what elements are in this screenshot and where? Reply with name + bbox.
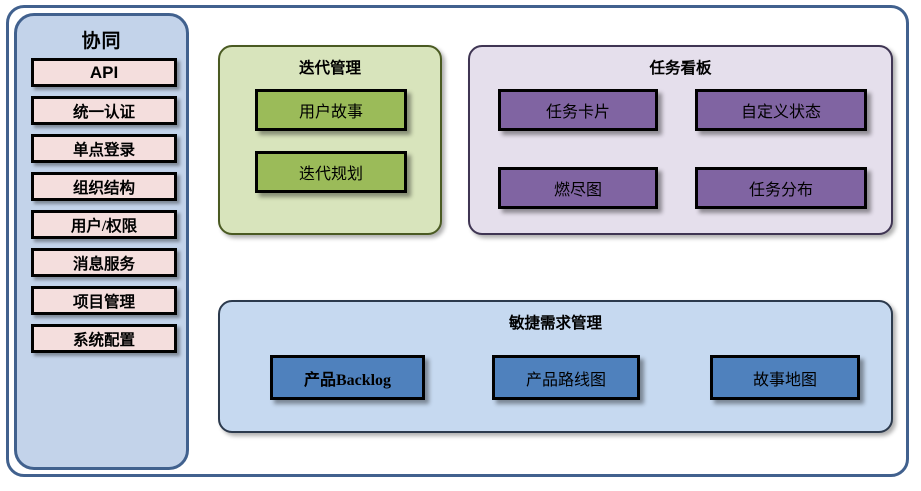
node-task-card[interactable]: 任务卡片	[498, 89, 658, 131]
sidebar-item-api[interactable]: API	[31, 58, 177, 87]
group-title-task-board: 任务看板	[649, 60, 712, 77]
sidebar-title: 协同	[81, 31, 122, 52]
node-label: 产品路线图	[525, 371, 606, 389]
node-label: 故事地图	[752, 371, 817, 389]
sidebar-item-label: API	[89, 62, 119, 82]
node-label: 用户故事	[298, 104, 363, 121]
node-label: 任务分布	[748, 182, 813, 199]
sidebar-item-label: 组织结构	[72, 179, 135, 197]
node-user-story[interactable]: 用户故事	[255, 89, 407, 131]
group-title-agile-requirement-management: 敏捷需求管理	[508, 315, 602, 332]
sidebar-item-label: 单点登录	[72, 141, 135, 159]
node-burndown-chart[interactable]: 燃尽图	[498, 167, 658, 209]
sidebar-item-unified-auth[interactable]: 统一认证	[31, 96, 177, 125]
node-label: 燃尽图	[553, 182, 602, 199]
sidebar-item-label: 项目管理	[72, 293, 135, 311]
sidebar-item-org-structure[interactable]: 组织结构	[31, 172, 177, 201]
sidebar-item-list: API 统一认证 单点登录 组织结构 用户/权限 消息服务 项目管理 系统配置	[31, 58, 177, 362]
node-label: 产品Backlog	[303, 371, 392, 389]
node-custom-status[interactable]: 自定义状态	[695, 89, 867, 131]
group-panel-agile-requirement-management: 敏捷需求管理 产品Backlog 产品路线图 故事地图	[218, 300, 893, 433]
sidebar-item-label: 用户/权限	[70, 217, 138, 235]
node-label: 迭代规划	[298, 166, 363, 183]
group-title-iteration-management: 迭代管理	[298, 60, 361, 77]
node-label: 任务卡片	[545, 104, 610, 121]
sidebar-item-label: 统一认证	[72, 103, 135, 121]
node-product-backlog[interactable]: 产品Backlog	[270, 355, 425, 400]
group-panel-task-board: 任务看板 任务卡片 自定义状态 燃尽图 任务分布	[468, 45, 893, 235]
node-label: 自定义状态	[740, 104, 821, 121]
sidebar-item-user-permission[interactable]: 用户/权限	[31, 210, 177, 239]
sidebar-item-message-service[interactable]: 消息服务	[31, 248, 177, 277]
sidebar-item-project-management[interactable]: 项目管理	[31, 286, 177, 315]
sidebar-panel-collaboration: 协同 API 统一认证 单点登录 组织结构 用户/权限 消息服务 项目管理	[14, 13, 189, 470]
node-iteration-planning[interactable]: 迭代规划	[255, 151, 407, 193]
sidebar-item-label: 消息服务	[72, 255, 135, 273]
node-task-distribution[interactable]: 任务分布	[695, 167, 867, 209]
node-product-roadmap[interactable]: 产品路线图	[492, 355, 640, 400]
sidebar-item-system-config[interactable]: 系统配置	[31, 324, 177, 353]
sidebar-item-label: 系统配置	[72, 331, 135, 349]
sidebar-item-single-sign-on[interactable]: 单点登录	[31, 134, 177, 163]
group-panel-iteration-management: 迭代管理 用户故事 迭代规划	[218, 45, 442, 235]
node-story-map[interactable]: 故事地图	[710, 355, 860, 400]
